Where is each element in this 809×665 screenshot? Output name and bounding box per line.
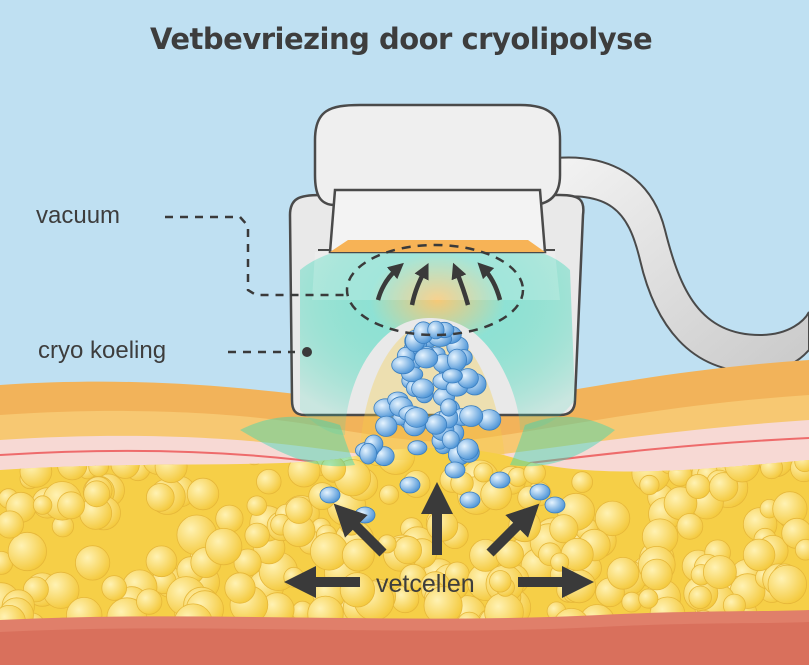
frozen-cell: [319, 486, 341, 504]
fat-cell: [638, 588, 659, 609]
device-hose: [538, 156, 809, 374]
vacuum-arrow-3: [451, 262, 471, 306]
frozen-cell: [425, 414, 448, 435]
cooling-spread-right: [510, 416, 615, 467]
fat-cell: [285, 496, 313, 524]
fat-cell: [74, 545, 111, 581]
cooling-spread-left: [240, 416, 355, 467]
fat-cell: [379, 484, 400, 505]
frozen-cell: [446, 348, 467, 372]
cooling-zone: [300, 242, 575, 435]
fat-cell: [341, 538, 375, 572]
vacuum-arrow-4: [477, 262, 503, 301]
fat-cell: [146, 483, 175, 512]
applicator-head: [313, 103, 562, 207]
fat-cell: [685, 473, 711, 499]
frozen-cell: [411, 378, 435, 399]
frozen-cell: [391, 355, 415, 375]
frozen-cell: [444, 461, 466, 479]
fat-cell: [742, 538, 776, 572]
fat-cell: [473, 462, 494, 483]
fat-cell: [426, 509, 459, 542]
arrow-up-left: [333, 503, 387, 557]
fat-cell: [794, 538, 809, 561]
vacuum-label: vacuum: [36, 202, 121, 229]
frozen-cell: [414, 348, 439, 369]
fat-cell: [393, 535, 423, 565]
frozen-cell: [440, 398, 458, 417]
fat-cell: [606, 556, 640, 590]
frozen-cell: [544, 496, 566, 514]
muscle-lower: [0, 622, 809, 665]
fat-cell: [83, 480, 111, 508]
fat-cell: [145, 545, 178, 578]
vacuum-zone-outline: [345, 243, 525, 337]
fat-cell: [688, 585, 712, 610]
frozen-cell: [407, 440, 428, 456]
frozen-cell: [375, 415, 398, 437]
fat-cell: [708, 472, 739, 502]
fat-cell: [224, 572, 256, 604]
fat-cell: [489, 570, 512, 593]
fat-cell: [256, 469, 282, 495]
vacuum-arrow-1: [375, 262, 404, 301]
fat-cell: [0, 510, 24, 539]
vacuum-callout-line: [165, 215, 345, 297]
frozen-cell: [399, 476, 421, 494]
fat-cell: [571, 471, 593, 493]
fat-cell: [205, 527, 243, 566]
fat-cell: [309, 532, 349, 571]
fat-cells-label: vetcellen: [376, 570, 475, 598]
frozen-cell: [456, 438, 479, 460]
frozen-cell: [359, 442, 378, 465]
frozen-fat-cells: [319, 320, 566, 524]
fat-cell: [676, 513, 704, 540]
fat-cell: [101, 575, 127, 601]
fat-cell: [32, 495, 53, 515]
fat-cell: [594, 500, 631, 537]
fat-movement-arrows: [283, 481, 595, 599]
vacuum-arrows: [375, 262, 503, 306]
frozen-cell: [441, 430, 460, 450]
fat-cell: [549, 514, 579, 544]
frozen-cell: [489, 471, 511, 489]
frozen-cell: [441, 368, 463, 384]
fat-cell: [246, 495, 267, 516]
vacuum-arrow-2: [409, 262, 429, 306]
fat-cell: [550, 552, 570, 572]
frozen-cell: [529, 483, 551, 501]
fat-cell: [136, 588, 163, 615]
frozen-cell: [459, 491, 481, 509]
frozen-cell: [459, 405, 484, 427]
fat-cell: [767, 564, 807, 605]
diagram-title: Vetbevriezing door cryolipolyse: [150, 22, 653, 56]
fat-cell: [186, 477, 220, 511]
cryo-callout-dot: [302, 347, 312, 357]
fat-cell: [640, 558, 673, 591]
fat-cell: [495, 540, 524, 569]
fat-cell: [703, 555, 737, 589]
frozen-cell: [354, 506, 376, 524]
frozen-cell: [427, 320, 445, 340]
fat-cell: [215, 504, 244, 533]
fat-cell: [57, 491, 85, 520]
fat-cell: [621, 591, 642, 613]
fat-cell: [639, 474, 660, 496]
frozen-cell: [404, 407, 429, 428]
cryo-cooling-label: cryo koeling: [38, 337, 167, 364]
fat-cell: [7, 531, 47, 572]
fat-cell: [244, 522, 270, 549]
arrow-up-right: [486, 503, 540, 557]
